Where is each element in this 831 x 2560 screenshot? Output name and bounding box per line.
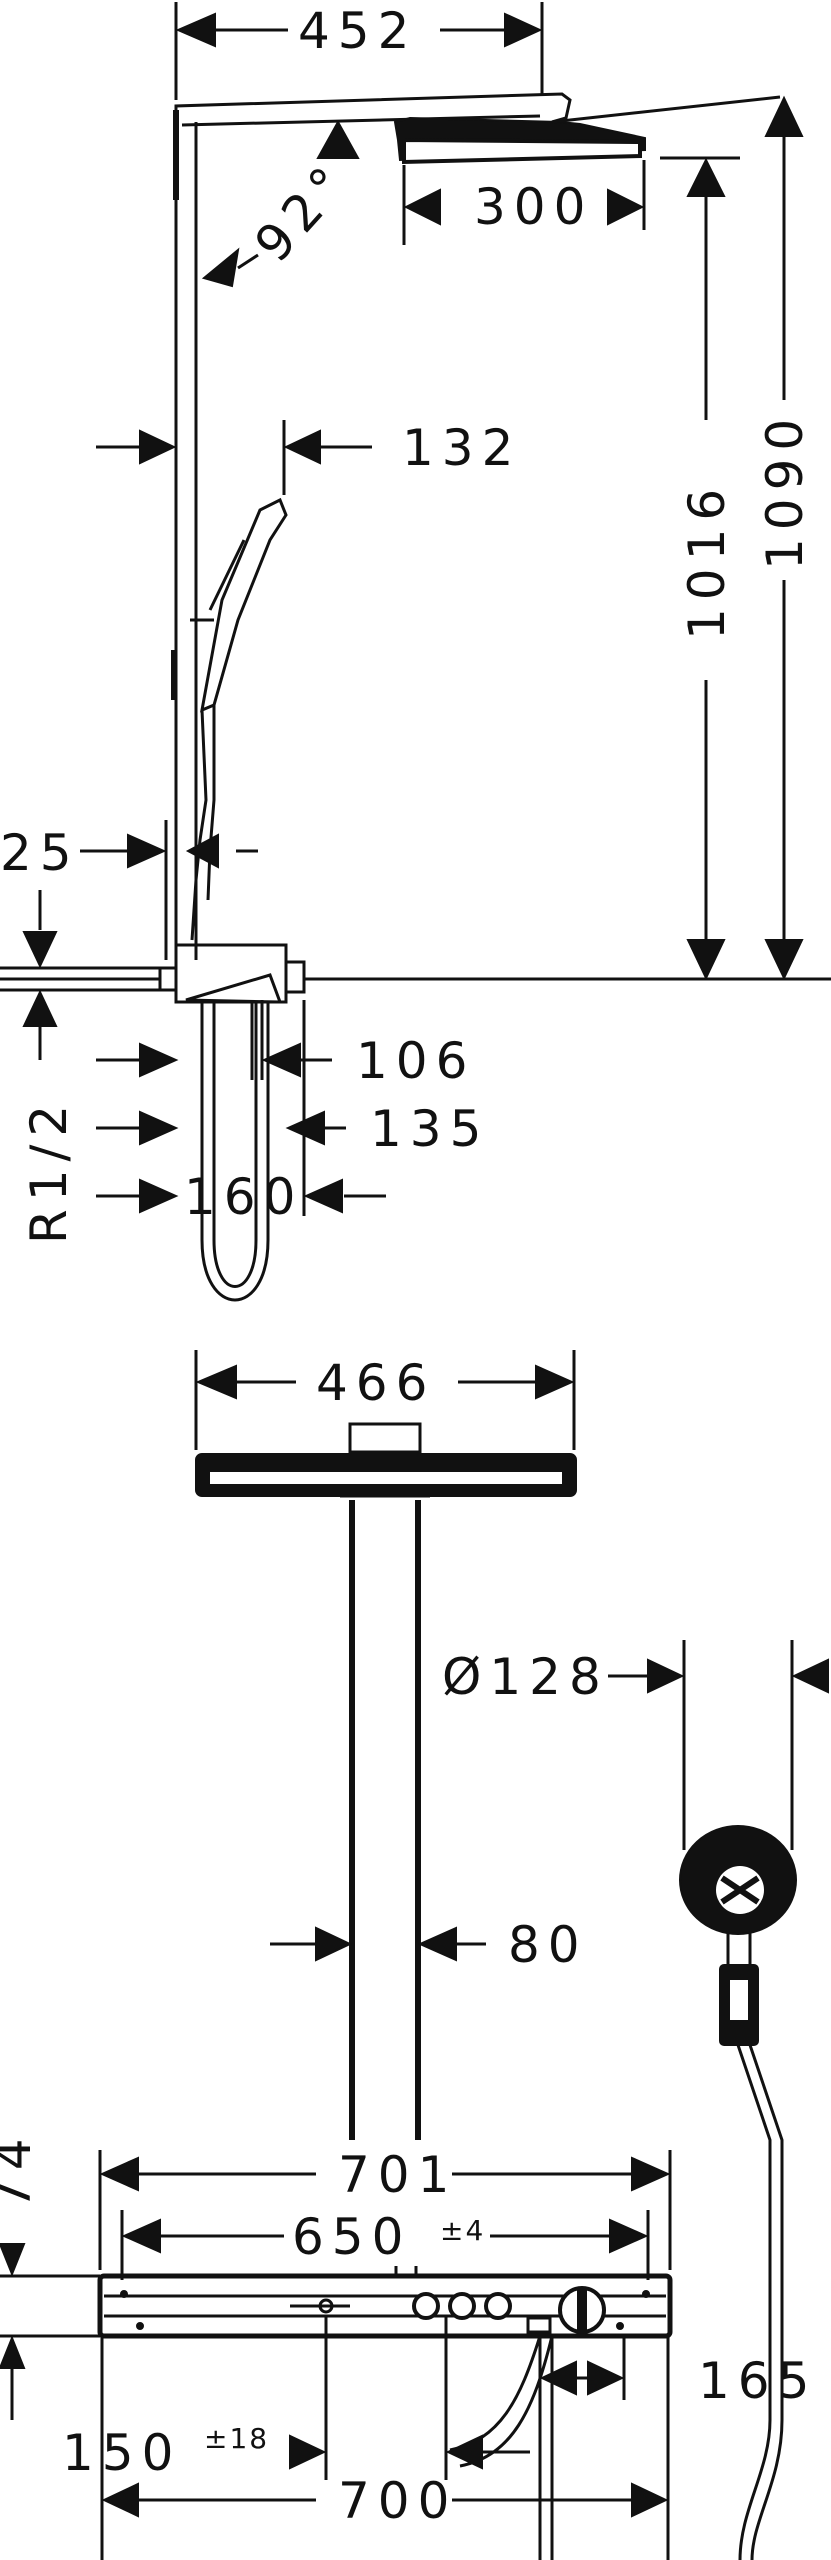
dim-650: 650 ±4 [120,2208,650,2280]
dim-cut-top-label: 74 [0,2130,42,2210]
dim-160-label: 160 [184,1168,303,1226]
dim-80: 80 [270,1916,588,1974]
hand-shower-side [190,497,288,941]
dim-thread-label: R1/2 [20,1097,78,1244]
dim-left-offset [22,890,58,1060]
dim-angle-label: 92° [244,151,362,274]
dim-80-label: 80 [508,1916,588,1974]
dim-128: Ø128 [442,1640,829,1850]
riser-pipe-front [349,1500,421,2140]
dim-132: 132 [96,419,521,495]
thermostat-front [97,2266,673,2339]
dim-300: 300 [402,160,646,245]
thermostat-side [0,943,831,1004]
dim-452-label: 452 [298,2,417,60]
dim-701-label: 701 [338,2146,457,2204]
dim-135-label: 135 [370,1100,489,1158]
overhead-arm [173,92,781,200]
dim-angle: 92° [201,119,362,288]
dim-700-label: 700 [338,2472,457,2530]
dim-25: 25 [0,820,258,960]
dim-1090: 1090 [756,95,814,981]
dim-300-label: 300 [474,178,593,236]
dim-650-label: 650 [292,2208,411,2266]
dim-135: 135 [96,1100,489,1158]
dim-1016: 1016 [660,156,740,981]
hand-shower-front [679,1825,797,2560]
dim-106: 106 [96,1032,475,1090]
dim-106-label: 106 [356,1032,475,1090]
dim-132-label: 132 [402,419,521,477]
dim-1016-label: 1016 [678,481,736,640]
dim-701: 701 [98,2146,672,2270]
dim-1090-label: 1090 [756,411,814,570]
front-view: 466 Ø128 [0,1350,829,2560]
dim-165-label: 165 [698,2352,817,2410]
tol-650-label: ±4 [440,2214,485,2247]
dim-150: 150 ±18 [62,2422,530,2482]
dim-25-label: 25 [0,824,80,882]
dim-160: 160 [96,1000,386,1226]
hose-loop [200,1000,270,1302]
dim-bar-height [0,2243,100,2420]
dim-128-label: Ø128 [442,1648,609,1706]
overhead-shower-front [195,1422,577,1498]
dim-466-label: 466 [316,1354,435,1412]
dim-150-label: 150 [62,2424,181,2482]
dim-700: 700 [100,2336,670,2560]
dim-452: 452 [174,2,544,100]
dim-165: 165 [538,2352,817,2410]
riser-rail [171,110,198,960]
tol-150-label: ±18 [204,2422,269,2455]
side-view: 452 92° 300 [0,2,831,1302]
dim-466: 466 [194,1350,576,1450]
